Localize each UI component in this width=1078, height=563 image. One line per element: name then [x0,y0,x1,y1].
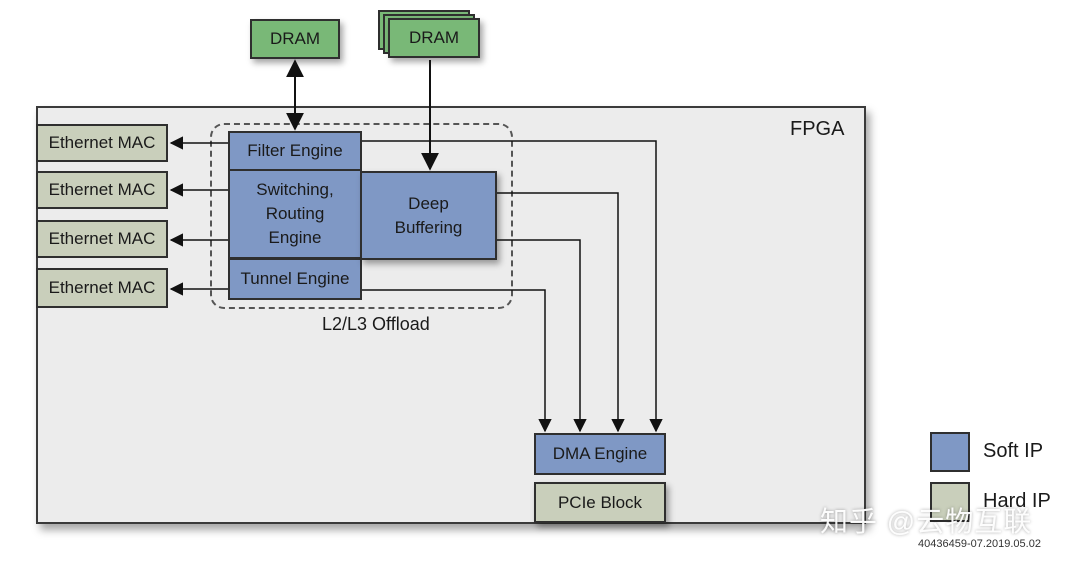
offload-region [210,123,513,309]
legend-hard-swatch [930,482,970,522]
ethernet-mac-2: Ethernet MAC [36,171,168,209]
ethernet-mac-1: Ethernet MAC [36,124,168,162]
switching-routing-engine: Switching, Routing Engine [228,169,362,259]
footer-id: 40436459-07.2019.05.02 [918,538,1041,550]
dram-box-1: DRAM [250,19,340,59]
dram-box-2: DRAM [388,18,480,58]
ethernet-mac-3: Ethernet MAC [36,220,168,258]
watermark: 知乎 @云物互联 [820,506,1033,537]
legend-soft-swatch [930,432,970,472]
fpga-label: FPGA [790,118,845,140]
ethernet-mac-4: Ethernet MAC [36,268,168,308]
legend-hard-label: Hard IP [983,490,1051,512]
tunnel-engine: Tunnel Engine [228,258,362,300]
deep-buffering: Deep Buffering [360,171,497,260]
offload-label: L2/L3 Offload [322,314,430,334]
legend-soft-label: Soft IP [983,440,1044,462]
dma-engine: DMA Engine [534,433,666,475]
pcie-block: PCIe Block [534,482,666,523]
